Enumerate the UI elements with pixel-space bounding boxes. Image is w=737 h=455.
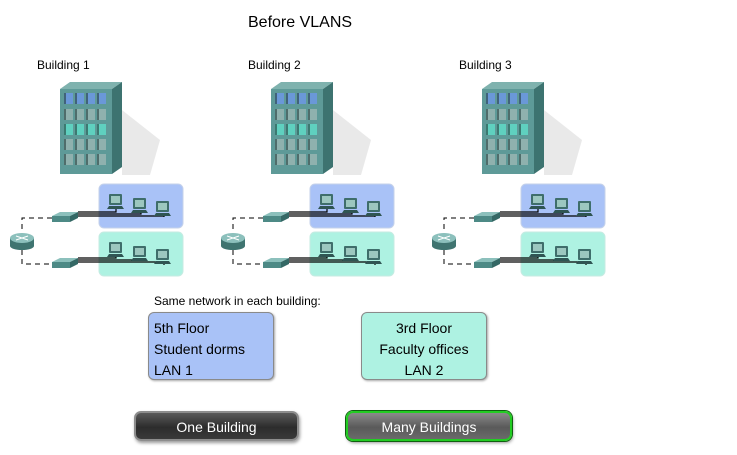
computer-icon [529,242,546,257]
switch-icon [263,212,289,222]
computer-icon [131,198,148,213]
computer-icon [553,198,570,213]
computer-icon [365,201,382,216]
building-shadow [544,110,582,175]
switch-icon [263,258,289,268]
router-icon [10,233,34,250]
diagram-title: Before VLANS [248,14,353,31]
router-icon [221,233,245,250]
computer-icon [576,201,593,216]
router-link-bottom [232,250,263,265]
computer-icon [318,194,335,209]
lan1-name: LAN 1 [154,362,193,378]
router-link-top [21,217,52,238]
computer-icon [154,201,171,216]
computer-icon [576,249,593,264]
computer-icon [529,194,546,209]
building-3-label: Building 3 [459,58,512,72]
router-link-top [443,217,474,238]
cable [500,213,564,215]
building-2-label: Building 2 [248,58,301,72]
lan2-box: 3rd Floor Faculty offices LAN 2 [361,312,487,380]
cable [289,208,328,213]
computer-icon [342,246,359,261]
many-buildings-button[interactable]: Many Buildings [346,411,512,441]
one-building-button[interactable]: One Building [134,411,299,441]
switch-icon [474,258,500,268]
lan2-group: Faculty offices [379,341,469,357]
switch-icon [52,212,78,222]
lan1-floor: 5th Floor [154,320,210,336]
switch-icon [52,258,78,268]
lan1-box: 5th Floor Student dorms LAN 1 [148,312,274,380]
computer-icon [131,246,148,261]
router-link-bottom [21,250,52,265]
building-icon [60,82,122,174]
computer-icon [107,194,124,209]
router-link-top [232,217,263,238]
site-building-1 [0,80,200,280]
building-shadow [333,110,371,175]
building-shadow [122,110,160,175]
router-icon [432,233,456,250]
site-building-3 [422,80,622,280]
cable [289,213,353,215]
switch-icon [474,212,500,222]
cable [78,213,142,215]
computer-icon [342,198,359,213]
computer-icon [107,242,124,257]
lan1-group: Student dorms [154,341,246,357]
computer-icon [318,242,335,257]
building-1-label: Building 1 [37,58,90,72]
cable [78,208,117,213]
cable [500,208,539,213]
router-link-bottom [443,250,474,265]
computer-icon [365,249,382,264]
site-building-2 [211,80,411,280]
building-icon [482,82,544,174]
computer-icon [154,249,171,264]
lan2-floor: 3rd Floor [395,320,453,336]
lan2-name: LAN 2 [404,362,444,378]
same-network-note: Same network in each building: [154,294,321,308]
building-icon [271,82,333,174]
computer-icon [553,246,570,261]
